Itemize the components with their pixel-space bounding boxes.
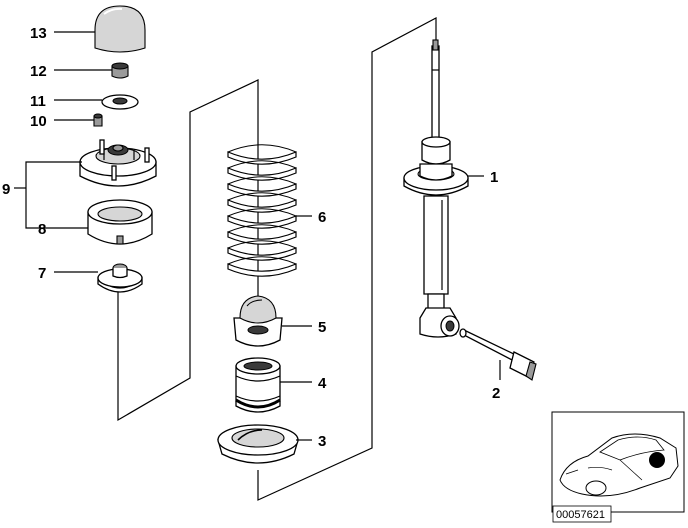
spring-coil [227,215,297,229]
spring-coil-back [227,144,297,153]
part-5-bump-stop [233,295,283,347]
vehicle-inset: 00057621 [551,411,685,523]
spring-coil-back [227,256,297,265]
spring-coil-back [227,240,297,249]
part-13-cap [94,5,146,53]
reference-number: 00057621 [556,509,605,521]
callout-8: 8 [38,221,46,238]
spring-coil [227,151,297,165]
part-11-washer [101,94,139,110]
part-8-support-ring [87,199,153,245]
spring-coil-back [227,192,297,201]
part-7-stop [97,263,143,293]
callout-numbers: 13 12 11 10 9 8 7 6 5 4 3 2 1 [2,25,500,450]
spring-coil [227,247,297,261]
car-silhouette-icon [559,433,679,497]
part-10-collar-nut [93,113,103,127]
callout-4: 4 [318,375,327,392]
callout-1: 1 [490,169,498,186]
spring-coil [227,231,297,245]
part-6-coil-spring [227,144,297,277]
callout-9: 9 [2,181,10,198]
part-4-protective-tube [235,357,281,413]
callout-3: 3 [318,433,326,450]
callout-12: 12 [30,63,47,80]
part-12-nut [111,62,129,79]
callout-11: 11 [30,93,46,110]
leader-lines [14,31,501,441]
part-9-strut-mount [79,139,157,187]
spring-coil-back [227,176,297,185]
callout-13: 13 [30,25,47,42]
callout-10: 10 [30,113,47,130]
part-2-bolt [459,328,537,381]
spring-coil [227,167,297,181]
callout-2: 2 [492,385,500,402]
spring-coil-back [227,160,297,169]
spring-coil [227,263,297,277]
assembly-outline [117,17,437,501]
callout-7: 7 [38,265,46,282]
spring-coil [227,199,297,213]
spring-coil [227,183,297,197]
part-1-shock-absorber [403,39,469,338]
spring-coil-back [227,208,297,217]
spring-coil-back [227,224,297,233]
part-3-spring-seat [217,424,299,464]
callout-5: 5 [318,319,326,336]
callout-6: 6 [318,209,326,226]
